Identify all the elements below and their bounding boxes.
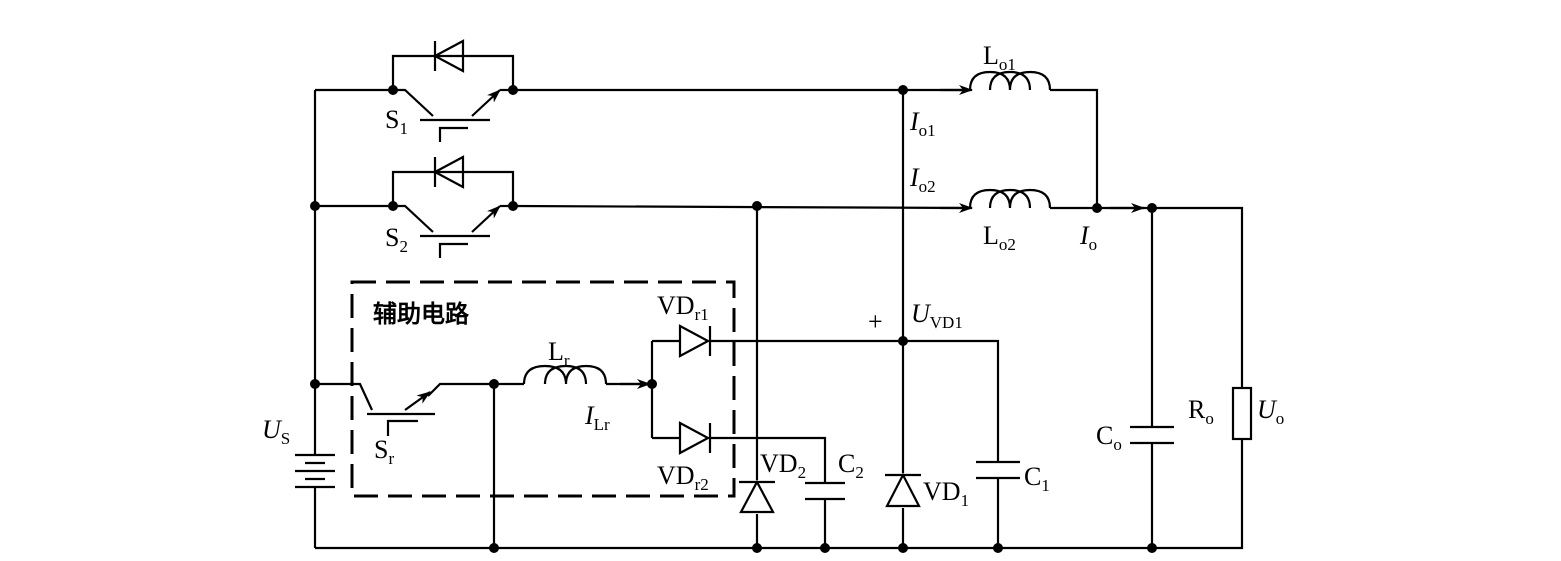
label-uvd1: UVD1: [911, 299, 963, 332]
label-c2: C2: [838, 449, 864, 482]
diodes: [678, 324, 921, 514]
s2-diode-bypass-wire: [391, 170, 515, 206]
us-battery: [295, 453, 335, 489]
vd1-diode: [885, 472, 921, 508]
c2-capacitor: [805, 481, 845, 501]
labels: S1 S2 Sr US Lo1 Io1 Io2 Lo2 Io 辅助电路 Lr I…: [262, 41, 1284, 510]
label-io2: Io2: [909, 163, 936, 196]
label-io1: Io1: [909, 107, 936, 140]
s1-switch: [391, 39, 515, 142]
sr-gate-symbol: [386, 419, 418, 436]
junction-dot: [993, 543, 1003, 553]
label-co: Co: [1096, 421, 1122, 454]
junction-dot: [310, 379, 320, 389]
junction-dot: [508, 201, 518, 211]
sr-output-wire: [427, 382, 524, 397]
sr-input-wire: [315, 382, 373, 411]
label-vd1: VD1: [923, 477, 969, 510]
c1-capacitor: [976, 460, 1020, 480]
vdr2-to-c2-wire: [710, 436, 827, 483]
junction-dot: [388, 85, 398, 95]
s2-gate-symbol: [438, 242, 468, 258]
label-s1: S1: [385, 105, 408, 138]
auxiliary-circuit-box: [350, 280, 736, 498]
ro-resistor: [1231, 386, 1253, 441]
sr-emitter-arrow: [404, 391, 431, 411]
label-ilr: ILr: [584, 401, 610, 434]
label-sr: Sr: [374, 435, 394, 468]
junction-dot: [898, 336, 908, 346]
current-arrows: [620, 85, 1145, 389]
junction-dot: [1147, 203, 1157, 213]
s1-diode-bypass-wire: [391, 54, 515, 90]
label-io: Io: [1079, 221, 1097, 254]
vdr2-diode: [678, 421, 712, 455]
junction-dot: [752, 201, 762, 211]
lr-inductor: [522, 364, 608, 385]
vd2-diode: [739, 479, 775, 514]
lo1-right-wire: [1052, 88, 1099, 208]
junction-dot: [388, 201, 398, 211]
bottom-rail-wire: [315, 439, 1244, 550]
inductors: [522, 70, 1052, 385]
junction-dot: [489, 379, 499, 389]
label-plus: +: [868, 307, 883, 336]
label-ro: Ro: [1188, 395, 1214, 428]
battery-plates: [295, 453, 335, 489]
sr-switch: [367, 391, 435, 436]
junction-dot: [1147, 543, 1157, 553]
label-lo2: Lo2: [983, 221, 1016, 254]
co-capacitor: [1130, 425, 1174, 445]
label-uo: Uo: [1257, 395, 1284, 428]
junction-dot: [647, 379, 657, 389]
s2-emitter-arrow: [471, 205, 501, 233]
s2-diode-symbol: [432, 155, 465, 189]
label-vdr2: VDr2: [657, 461, 709, 494]
capacitors: [805, 425, 1174, 501]
junction-dot: [1092, 203, 1102, 213]
junction-dot: [508, 85, 518, 95]
lo2-inductor: [968, 188, 1052, 210]
label-vdr1: VDr1: [657, 291, 709, 324]
lo1-inductor: [968, 70, 1052, 92]
label-vd2: VD2: [760, 449, 806, 482]
junction-dot: [310, 201, 320, 211]
junction-dots: [310, 85, 1157, 553]
vdr1-to-c1-wire: [710, 339, 1000, 462]
junction-dot: [820, 543, 830, 553]
vdr1-diode: [678, 324, 712, 358]
junction-dot: [898, 85, 908, 95]
label-us: US: [262, 415, 290, 448]
label-c1: C1: [1024, 462, 1050, 495]
label-lr: Lr: [548, 337, 570, 370]
label-s2: S2: [385, 223, 408, 256]
junction-dot: [752, 543, 762, 553]
s1-emitter-arrow: [471, 89, 501, 117]
s1-gate-symbol: [438, 126, 468, 142]
junction-dot: [489, 543, 499, 553]
label-lo1: Lo1: [983, 41, 1016, 74]
junction-dot: [898, 543, 908, 553]
s2-switch: [391, 155, 515, 258]
s2-output-wire: [512, 204, 971, 210]
s1-diode-symbol: [432, 39, 465, 73]
label-auxiliary-circuit: 辅助电路: [373, 300, 470, 328]
